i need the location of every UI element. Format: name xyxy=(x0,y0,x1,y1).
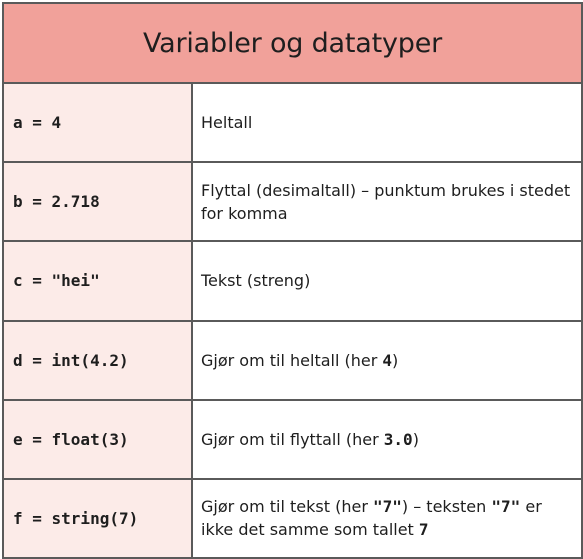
inline-code: 4 xyxy=(382,350,393,370)
description-segment: Gjør om til heltall (her xyxy=(201,350,383,370)
code-cell: f = string(7) xyxy=(4,479,193,558)
inline-code: 3.0 xyxy=(383,429,413,449)
table-body: a = 4 Heltall b = 2.718 Flyttal (desimal… xyxy=(4,84,581,558)
table-header: Variabler og datatyper xyxy=(4,4,581,84)
description-text: Gjør om til heltall (her 4) xyxy=(201,349,398,372)
description-segment: ) – teksten xyxy=(401,497,492,517)
code-cell: d = int(4.2) xyxy=(4,321,193,399)
description-segment: ) xyxy=(392,350,399,370)
description-text: Heltall xyxy=(201,111,252,134)
description-text: Gjør om til tekst (her "7") – teksten "7… xyxy=(201,495,573,541)
table-row: c = "hei" Tekst (streng) xyxy=(4,242,581,322)
description-text: Flyttal (desimaltall) – punktum brukes i… xyxy=(201,179,573,225)
description-cell: Tekst (streng) xyxy=(193,242,581,319)
description-cell: Flyttal (desimaltall) – punktum brukes i… xyxy=(193,163,581,240)
description-segment: Heltall xyxy=(201,113,253,133)
table-row: f = string(7) Gjør om til tekst (her "7"… xyxy=(4,479,581,558)
inline-code: 7 xyxy=(418,520,429,540)
description-cell: Gjør om til flyttall (her 3.0) xyxy=(193,401,581,478)
table-row: b = 2.718 Flyttal (desimaltall) – punktu… xyxy=(4,163,581,243)
description-cell: Gjør om til tekst (her "7") – teksten "7… xyxy=(193,480,581,557)
table-row: d = int(4.2) Gjør om til heltall (her 4) xyxy=(4,321,581,401)
table-row: e = float(3) Gjør om til flyttall (her 3… xyxy=(4,400,581,480)
description-cell: Gjør om til heltall (her 4) xyxy=(193,322,581,399)
table-row: a = 4 Heltall xyxy=(4,84,581,164)
inline-code: "7" xyxy=(372,497,402,517)
description-segment: Gjør om til flyttall (her xyxy=(201,429,384,449)
description-cell: Heltall xyxy=(193,84,581,161)
description-segment: Flyttal (desimaltall) – punktum brukes i… xyxy=(201,180,571,223)
description-text: Tekst (streng) xyxy=(201,269,310,292)
code-cell: b = 2.718 xyxy=(4,163,193,241)
description-text: Gjør om til flyttall (her 3.0) xyxy=(201,428,419,451)
description-segment: Gjør om til tekst (her xyxy=(201,497,373,517)
description-segment: Tekst (streng) xyxy=(201,271,311,291)
table-title: Variabler og datatyper xyxy=(142,27,443,59)
description-segment: er ikke det samme som tallet xyxy=(201,497,542,540)
inline-code: "7" xyxy=(491,497,521,517)
code-cell: c = "hei" xyxy=(4,242,193,320)
code-cell: e = float(3) xyxy=(4,400,193,478)
description-segment: ) xyxy=(412,429,419,449)
code-cell: a = 4 xyxy=(4,84,193,162)
